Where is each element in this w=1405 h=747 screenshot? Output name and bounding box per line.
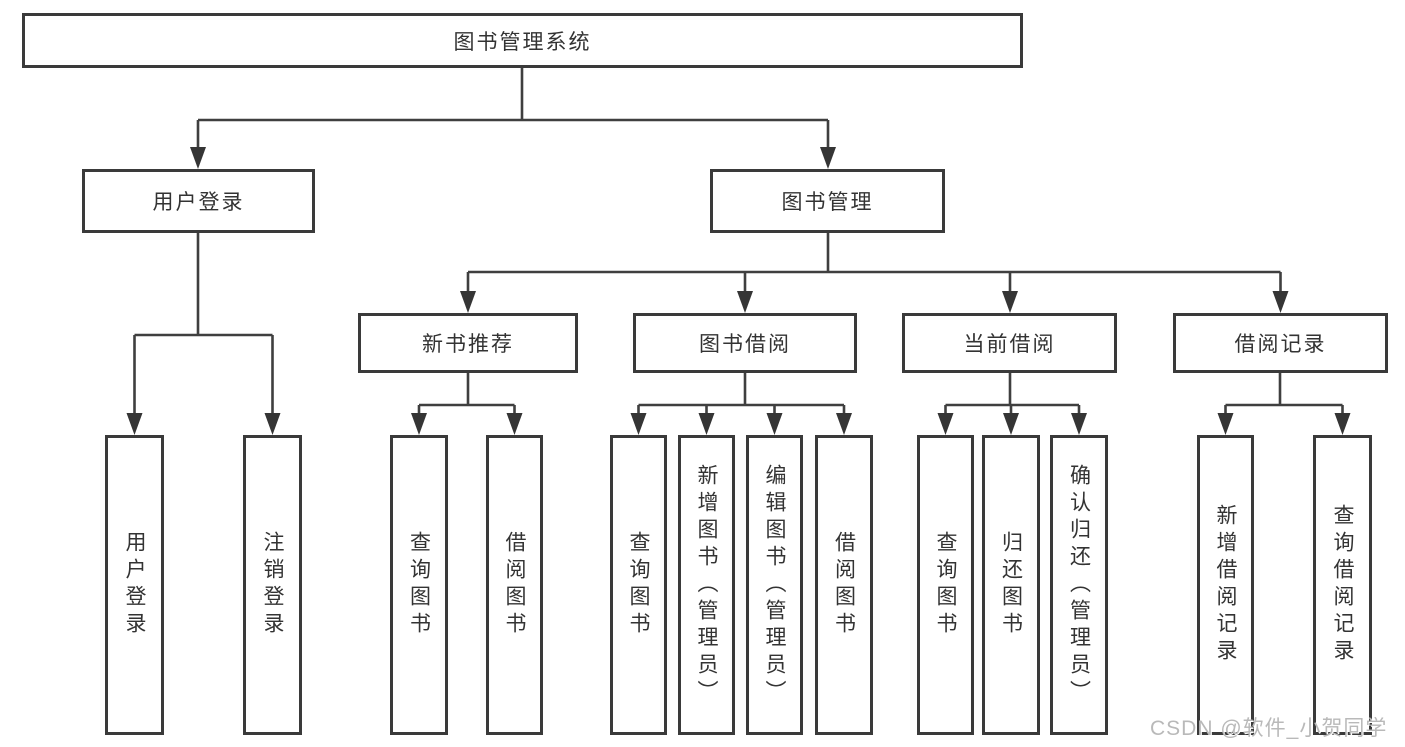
node-book-management-branch: 图书管理 (710, 169, 945, 233)
leaf-label: 查询图书 (407, 531, 431, 639)
leaf-label: 编辑图书（管理员） (763, 463, 786, 707)
leaf-add-books-admin: 新增图书（管理员） (678, 435, 735, 735)
leaf-label: 新增图书（管理员） (695, 463, 718, 707)
leaf-edit-books-admin: 编辑图书（管理员） (746, 435, 803, 735)
arrowhead-icons (126, 147, 1351, 435)
leaf-label: 新增借阅记录 (1214, 504, 1237, 666)
node-current-borrow: 当前借阅 (902, 313, 1117, 373)
leaf-confirm-return-admin: 确认归还（管理员） (1050, 435, 1108, 735)
node-borrow-record: 借阅记录 (1173, 313, 1388, 373)
leaf-label: 查询借阅记录 (1331, 504, 1354, 666)
node-new-book-recommend: 新书推荐 (358, 313, 578, 373)
leaf-label: 借阅图书 (503, 531, 526, 639)
node-user-login-branch: 用户登录 (82, 169, 315, 233)
leaf-label: 归还图书 (999, 531, 1023, 639)
leaf-query-books-current: 查询图书 (917, 435, 974, 735)
leaf-query-borrow-record: 查询借阅记录 (1313, 435, 1372, 735)
leaf-label: 查询图书 (934, 531, 957, 639)
leaf-label: 用户登录 (123, 531, 146, 639)
node-book-borrow: 图书借阅 (633, 313, 857, 373)
node-library-management-system: 图书管理系统 (22, 13, 1023, 68)
leaf-label: 确认归还（管理员） (1067, 463, 1091, 707)
leaf-borrow-books: 借阅图书 (815, 435, 873, 735)
leaf-query-books-borrow: 查询图书 (610, 435, 667, 735)
leaf-label: 注销登录 (261, 531, 284, 639)
leaf-logout: 注销登录 (243, 435, 302, 735)
leaf-label: 查询图书 (627, 531, 650, 639)
leaf-borrow-books-recommend: 借阅图书 (486, 435, 543, 735)
leaf-add-borrow-record: 新增借阅记录 (1197, 435, 1254, 735)
leaf-user-login: 用户登录 (105, 435, 164, 735)
leaf-query-books-recommend: 查询图书 (390, 435, 448, 735)
leaf-label: 借阅图书 (832, 531, 856, 639)
leaf-return-books: 归还图书 (982, 435, 1040, 735)
